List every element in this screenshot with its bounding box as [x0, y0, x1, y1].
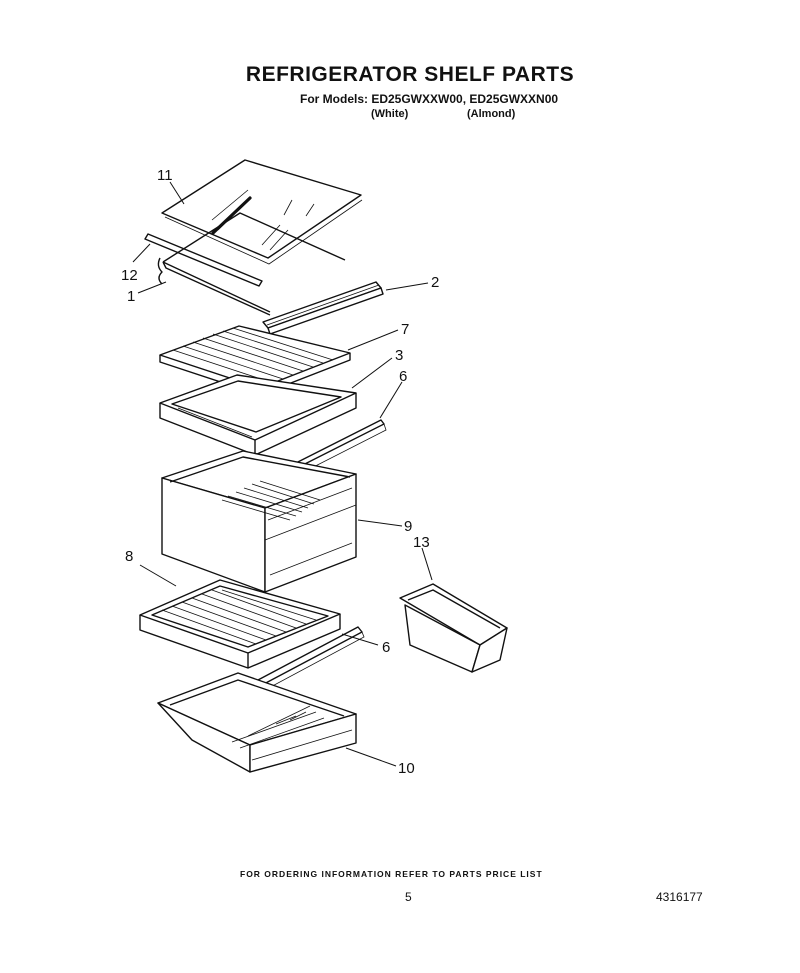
shelf-frame-part-1 — [157, 212, 346, 316]
callout-12: 12 — [121, 267, 138, 284]
front-trim-part-12 — [144, 233, 263, 287]
callout-8: 8 — [125, 548, 133, 565]
cover-frame-part-3 — [159, 374, 357, 456]
dairy-bin-part-13 — [399, 583, 508, 673]
meat-drawer-part-10 — [157, 672, 357, 773]
callout-3: 3 — [395, 347, 403, 364]
shelf-trim-part-2 — [262, 281, 384, 335]
callout-13: 13 — [413, 534, 430, 551]
glass-shelf-part-11 — [161, 159, 363, 265]
callout-1: 1 — [127, 288, 135, 305]
page-number: 5 — [405, 890, 412, 904]
crisper-cover-part-8 — [139, 579, 341, 669]
callout-6-upper: 6 — [399, 368, 407, 385]
ordering-note: FOR ORDERING INFORMATION REFER TO PARTS … — [240, 869, 543, 879]
callout-9: 9 — [404, 518, 412, 535]
document-part-number: 4316177 — [656, 890, 703, 904]
callout-10: 10 — [398, 760, 415, 777]
callout-7: 7 — [401, 321, 409, 338]
finish-almond-label: (Almond) — [467, 108, 516, 120]
finish-white-label: (White) — [371, 108, 409, 120]
crisper-drawer-part-9 — [161, 450, 357, 593]
model-numbers: For Models: ED25GWXXW00, ED25GWXXN00 — [300, 92, 559, 106]
page-title: REFRIGERATOR SHELF PARTS — [245, 63, 575, 86]
callout-11: 11 — [157, 167, 173, 184]
leader-lines — [132, 181, 433, 767]
callout-6-lower: 6 — [382, 639, 390, 656]
callout-2: 2 — [431, 274, 439, 291]
